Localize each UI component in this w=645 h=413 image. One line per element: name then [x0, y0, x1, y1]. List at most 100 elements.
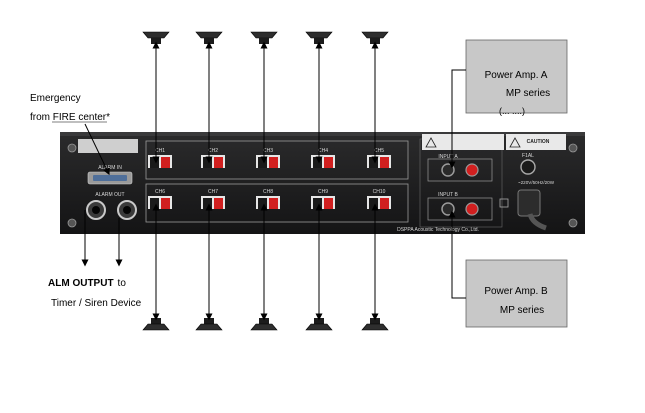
channel-label: CH7 — [208, 189, 218, 195]
power-amp-a-series: MP series — [506, 88, 550, 99]
caution-label-right — [506, 134, 566, 150]
logo-plate — [78, 139, 138, 153]
alarm-in-pins — [93, 175, 127, 181]
speaker-icon — [142, 318, 170, 331]
red-terminal-icon — [161, 157, 170, 168]
bottom-channel-frame — [145, 183, 409, 223]
speaker-cone-icon — [195, 323, 223, 331]
red-terminal-icon — [269, 157, 278, 168]
red-terminal-icon — [214, 157, 223, 168]
screw-icon — [67, 218, 77, 228]
black-terminal-icon — [203, 198, 212, 209]
channel-label: CH3 — [263, 148, 273, 154]
power-socket[interactable] — [517, 189, 541, 217]
speaker-cone-icon — [195, 31, 223, 39]
power-amp-a-box — [465, 39, 568, 114]
speaker-cone-icon — [361, 31, 389, 39]
speaker-cone-icon — [142, 31, 170, 39]
red-terminal-icon — [214, 198, 223, 209]
black-terminal-icon — [258, 157, 267, 168]
red-terminal-icon — [324, 198, 333, 209]
speaker-icon — [142, 31, 170, 44]
speaker-cone-icon — [305, 323, 333, 331]
speaker-cone-icon — [142, 323, 170, 331]
black-terminal-icon — [313, 157, 322, 168]
alarm-out-label: ALARM OUT — [95, 192, 124, 198]
speaker-magnet-icon — [259, 318, 269, 324]
speaker-magnet-icon — [151, 38, 161, 44]
alarm-in-label: ALARM IN — [98, 165, 122, 171]
channel-label: CH10 — [373, 189, 386, 195]
amp-a-wire — [448, 69, 466, 169]
channel-label: CH9 — [318, 189, 328, 195]
top-channel-frame — [145, 140, 409, 180]
input-b-frame — [427, 197, 493, 221]
black-terminal-icon — [369, 198, 378, 209]
speaker-icon — [250, 318, 278, 331]
speaker-icon — [195, 31, 223, 44]
red-terminal-icon — [380, 157, 389, 168]
speaker-icon — [305, 318, 333, 331]
input-a-black-terminal[interactable] — [441, 163, 455, 177]
power-rating: ~220V/50Hz/20W — [518, 180, 555, 185]
input-a-frame — [427, 158, 493, 182]
alm-output-bold: ALM OUTPUT — [48, 278, 114, 289]
emergency-label: Emergency — [30, 93, 81, 104]
warning-icon — [425, 137, 437, 148]
speaker-magnet-icon — [204, 318, 214, 324]
jack-hole-icon — [92, 206, 100, 214]
warning-icon — [509, 137, 521, 148]
fuse-label: F1AL — [522, 153, 534, 159]
fire-center-label: from FIRE center* — [30, 112, 110, 123]
speaker-magnet-icon — [259, 38, 269, 44]
jack-hole-icon — [123, 206, 131, 214]
caution-text: CAUTION — [527, 139, 550, 145]
speaker-cone-icon — [250, 31, 278, 39]
caution-label-left — [422, 134, 504, 150]
channel-label: CH8 — [263, 189, 273, 195]
input-b-red-terminal[interactable] — [465, 202, 479, 216]
black-terminal-icon — [203, 157, 212, 168]
speaker-icon — [305, 31, 333, 44]
red-terminal-icon — [324, 157, 333, 168]
speaker-group — [142, 31, 389, 331]
channel-label: CH6 — [155, 189, 165, 195]
power-amp-b-title: Power Amp. B — [484, 286, 548, 297]
black-terminal-icon — [150, 157, 159, 168]
red-terminal-icon — [161, 198, 170, 209]
input-a-red-terminal[interactable] — [465, 163, 479, 177]
screw-icon — [568, 143, 578, 153]
black-terminal-icon — [313, 198, 322, 209]
black-terminal-icon — [369, 157, 378, 168]
power-cable — [527, 213, 547, 231]
timer-siren-label: Timer / Siren Device — [51, 298, 142, 309]
channel-label: CH4 — [318, 148, 328, 154]
speaker-magnet-icon — [151, 318, 161, 324]
ground-icon — [499, 198, 509, 208]
alm-output-to: to — [118, 278, 127, 289]
panel-top-edge — [60, 132, 585, 136]
power-amp-a-title: Power Amp. A — [485, 70, 548, 81]
channel-label: CH5 — [374, 148, 384, 154]
red-terminal-icon — [269, 198, 278, 209]
speaker-magnet-icon — [370, 38, 380, 44]
alarm-in-arrow — [84, 123, 110, 176]
red-terminal-icon — [380, 198, 389, 209]
speaker-magnet-icon — [314, 38, 324, 44]
brand-text: DSPPA Acoustic Technology Co.,Ltd. — [397, 227, 479, 233]
speaker-icon — [361, 31, 389, 44]
input-a-label: INPUT A — [438, 154, 458, 160]
speaker-icon — [361, 318, 389, 331]
input-b-black-terminal[interactable] — [441, 202, 455, 216]
power-amp-a-model: (... ....) — [499, 106, 525, 116]
speaker-icon — [195, 318, 223, 331]
black-terminal-icon — [258, 198, 267, 209]
speaker-cone-icon — [250, 323, 278, 331]
power-amp-b-box — [465, 259, 568, 328]
speaker-magnet-icon — [314, 318, 324, 324]
fuse-holder[interactable] — [520, 159, 536, 175]
channel-label: CH1 — [155, 148, 165, 154]
